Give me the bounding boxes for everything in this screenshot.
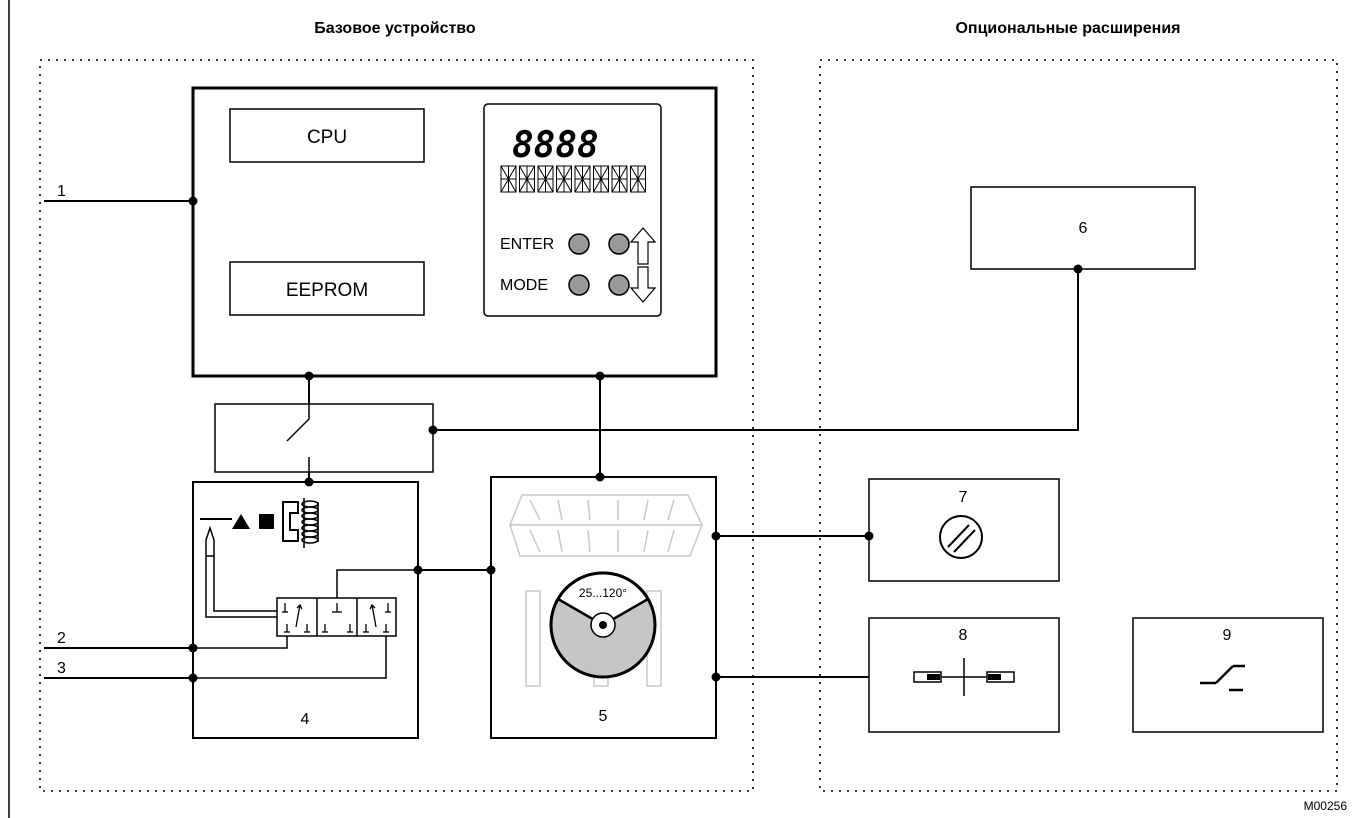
alnum-segment-row — [500, 165, 646, 193]
block-9-label: 9 — [1223, 627, 1232, 644]
display-panel — [483, 103, 662, 317]
bevel-gear-icon — [508, 494, 704, 687]
line-3-label: 3 — [57, 660, 66, 677]
segment-cell — [556, 165, 572, 193]
block-4-label: 4 — [301, 711, 310, 728]
block-7-label: 7 — [959, 489, 968, 506]
line-2-label: 2 — [57, 630, 66, 647]
nozzle-icon — [205, 525, 215, 557]
square-icon — [259, 514, 274, 529]
valve-block-icon — [276, 597, 397, 637]
mode-label: MODE — [500, 277, 548, 294]
enter-button[interactable] — [568, 233, 590, 255]
angle-range-label: 25...120° — [579, 586, 627, 600]
block-6-box — [970, 186, 1196, 270]
arrow-up-icon — [629, 227, 657, 265]
prohibition-icon — [939, 515, 983, 559]
triangle-icon — [232, 514, 250, 529]
line-1-label: 1 — [57, 183, 66, 200]
reed-contact-icon — [913, 658, 1015, 696]
segment-cell — [537, 165, 554, 193]
cpu-box — [229, 108, 425, 163]
coil-icon — [301, 498, 319, 548]
block-5-label: 5 — [599, 708, 608, 725]
optional-extensions-header: Опциональные расширения — [955, 20, 1180, 37]
switch-contact-icon — [286, 418, 310, 442]
cpu-label: CPU — [307, 127, 347, 148]
down-button[interactable] — [608, 274, 630, 296]
display-digits: 8888 — [512, 125, 599, 166]
segment-cell — [630, 165, 646, 193]
magnet-core-icon — [282, 501, 299, 542]
eeprom-label: EEPROM — [286, 280, 368, 301]
enter-label: ENTER — [500, 236, 554, 253]
base-device-header: Базовое устройство — [314, 20, 476, 37]
segment-cell — [519, 165, 535, 193]
segment-cell — [593, 165, 609, 193]
wire-6 — [433, 269, 1079, 431]
block-8-label: 8 — [959, 627, 968, 644]
block-6-label: 6 — [1079, 220, 1088, 237]
arrow-down-icon — [629, 266, 657, 303]
segment-cell — [611, 165, 628, 193]
junction-dots — [188, 196, 1083, 683]
eeprom-box — [229, 261, 425, 316]
figure-code: M00256 — [1304, 799, 1348, 813]
switch-box — [214, 403, 434, 473]
base-device-region — [39, 59, 754, 792]
mode-button[interactable] — [568, 274, 590, 296]
wires — [44, 200, 1079, 679]
up-button[interactable] — [608, 233, 630, 255]
segment-cell — [574, 165, 591, 193]
switch-contact-icon — [1200, 664, 1245, 692]
segment-cell — [500, 165, 517, 193]
block-9-box — [1132, 617, 1324, 733]
